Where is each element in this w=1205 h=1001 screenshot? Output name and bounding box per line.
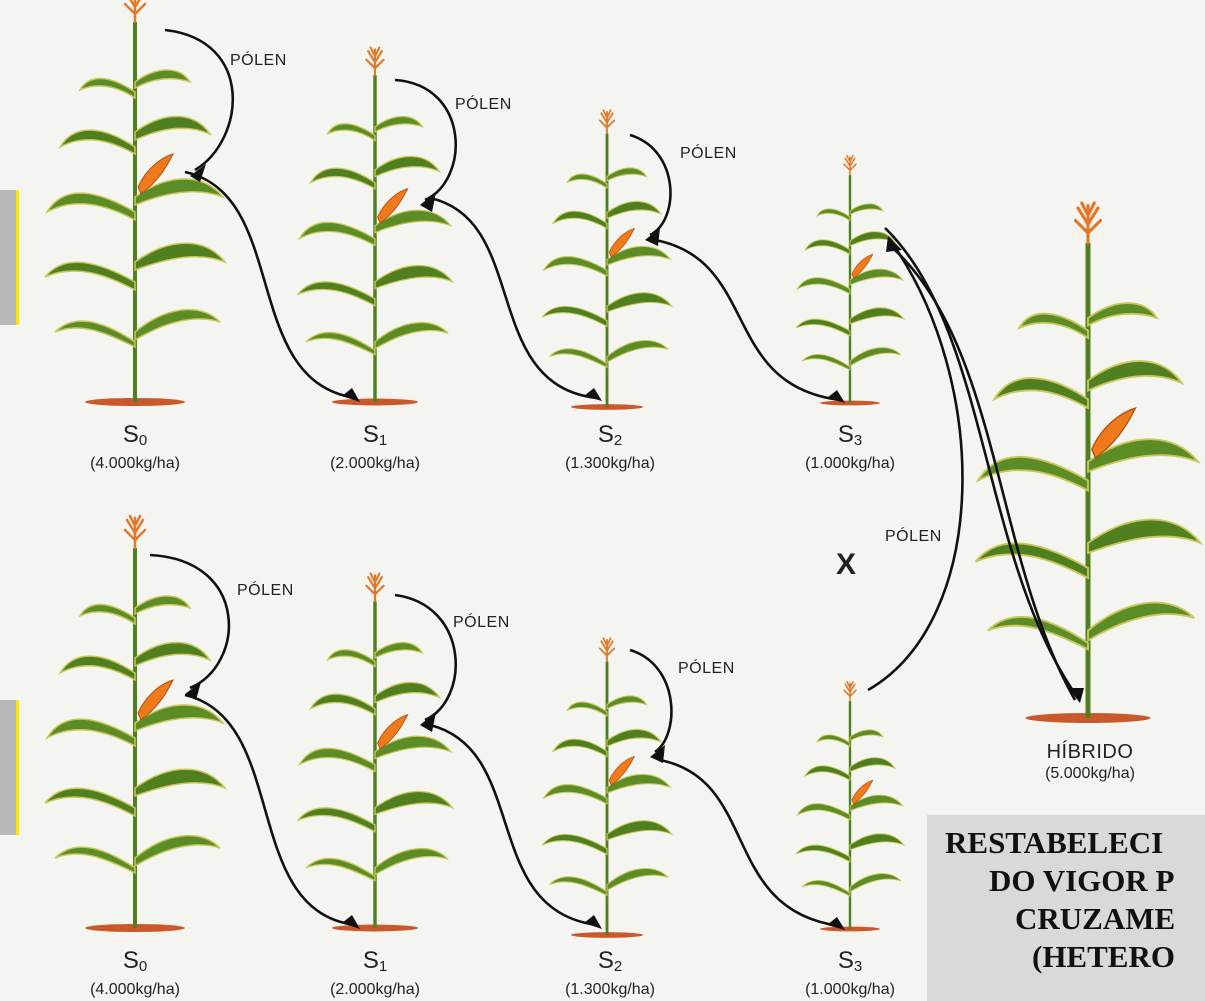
arrowheads-bottom [185, 682, 845, 930]
arrow-pollen-bottom-s1 [395, 595, 456, 720]
caption-line-4: (HETERO [1032, 939, 1175, 975]
side-tab-top [0, 190, 19, 325]
caption-box: RESTABELECI DO VIGOR P CRUZAME (HETERO [927, 815, 1205, 1001]
generation-label-top-s3: S3 (1.000kg/ha) [790, 422, 910, 474]
arrowhead [420, 712, 436, 732]
side-tab-bottom [0, 700, 19, 835]
plant-bottom-s0 [45, 516, 225, 932]
generation-label-top-s0: S0 (4.000kg/ha) [75, 422, 195, 474]
arrowheads-top [190, 164, 845, 403]
pollen-label: PÓLEN [230, 52, 287, 70]
arrow-pollen-top-s0 [165, 30, 233, 170]
caption-line-3: CRUZAME [1015, 901, 1175, 937]
arrowhead [584, 915, 602, 929]
plant-bottom-s1 [298, 574, 453, 932]
plant-bottom-s3 [796, 682, 904, 932]
pollen-label: PÓLEN [680, 145, 737, 163]
caption-line-2: DO VIGOR P [989, 863, 1174, 899]
cross-symbol: X [836, 548, 856, 582]
arrowhead [584, 388, 602, 401]
plant-top-s0 [45, 0, 225, 406]
plant-bottom-s2 [542, 638, 672, 938]
pollen-label: PÓLEN [455, 96, 512, 114]
arrowhead [185, 682, 201, 700]
caption-line-1: RESTABELECI [945, 825, 1163, 861]
arrow-pollen-bottom-s0 [150, 555, 229, 688]
arrowhead [645, 228, 660, 246]
plant-top-s2 [542, 110, 672, 410]
arrowhead [650, 745, 665, 763]
plant-top-s3 [796, 156, 904, 406]
pollen-arrows-top [165, 30, 840, 400]
generation-label-bottom-s0: S0 (4.000kg/ha) [75, 948, 195, 1000]
plant-top-s1 [298, 48, 453, 406]
cross-pollen-label: PÓLEN [885, 528, 942, 546]
pollen-label: PÓLEN [453, 614, 510, 632]
hybrid-label: HÍBRIDO (5.000kg/ha) [1035, 740, 1145, 784]
arrowhead [1068, 688, 1084, 703]
arrowhead [420, 192, 436, 212]
pollen-label: PÓLEN [678, 660, 735, 678]
generation-label-top-s1: S1 (2.000kg/ha) [315, 422, 435, 474]
pollen-arrows-bottom [150, 555, 840, 926]
arrow-pollen-top-s1 [395, 80, 456, 200]
plant-hybrid [976, 203, 1201, 723]
pollen-label: PÓLEN [237, 582, 294, 600]
generation-label-bottom-s3: S3 (1.000kg/ha) [790, 948, 910, 1000]
generation-label-bottom-s2: S2 (1.300kg/ha) [550, 948, 670, 1000]
arrow-seed-top-s1-s2 [430, 198, 597, 398]
arrow-pollen-top-s2 [630, 135, 670, 235]
generation-label-top-s2: S2 (1.300kg/ha) [550, 422, 670, 474]
arrow-seed-bottom-s1-s2 [430, 725, 597, 925]
generation-label-bottom-s1: S1 (2.000kg/ha) [315, 948, 435, 1000]
arrow-seed-bottom-s2-s3 [660, 760, 840, 926]
